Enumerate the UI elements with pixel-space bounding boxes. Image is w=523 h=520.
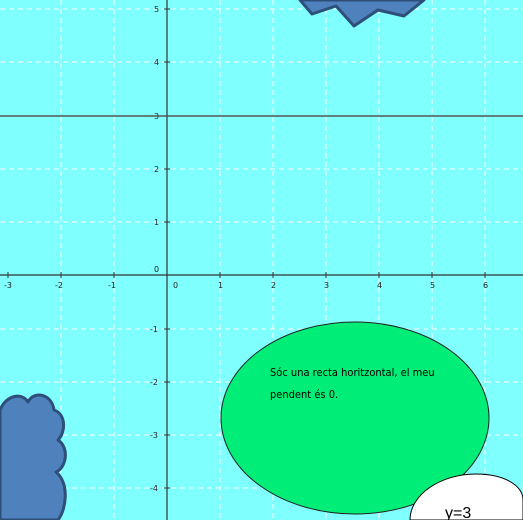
x-tick-label: 6 (483, 281, 488, 290)
x-tick-label: -3 (4, 281, 12, 290)
left-character (0, 395, 65, 520)
x-tick-label: 4 (377, 281, 382, 290)
x-tick-label: 0 (173, 281, 178, 290)
speech-text-line2: pendent és 0. (270, 388, 338, 401)
y-tick-label: 0 (154, 265, 159, 274)
x-tick-label: -1 (108, 281, 116, 290)
x-tick-label: -2 (55, 281, 63, 290)
x-tick-label: 5 (430, 281, 435, 290)
x-tick-label: 3 (324, 281, 329, 290)
speech-text-line1: Sóc una recta horitzontal, el meu (270, 366, 435, 379)
y-tick-label: 5 (154, 5, 159, 14)
y-tick-label: 4 (154, 58, 159, 67)
y-tick-label: -1 (150, 325, 158, 334)
y-tick-label: -4 (150, 484, 158, 493)
y-tick-label: -2 (150, 378, 158, 387)
y-tick-label: 1 (154, 218, 159, 227)
equation-label: y=3 (445, 505, 471, 520)
x-tick-label: 2 (271, 281, 276, 290)
top-character (300, 0, 424, 26)
x-tick-label: 1 (218, 281, 223, 290)
y-tick-label: -3 (150, 431, 158, 440)
y-tick-label: 2 (154, 165, 159, 174)
